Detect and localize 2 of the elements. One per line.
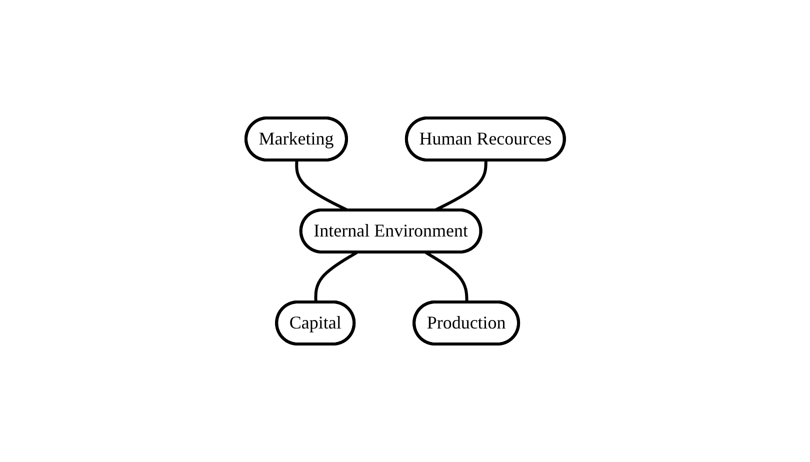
connector: [424, 251, 468, 303]
connector: [314, 251, 358, 303]
